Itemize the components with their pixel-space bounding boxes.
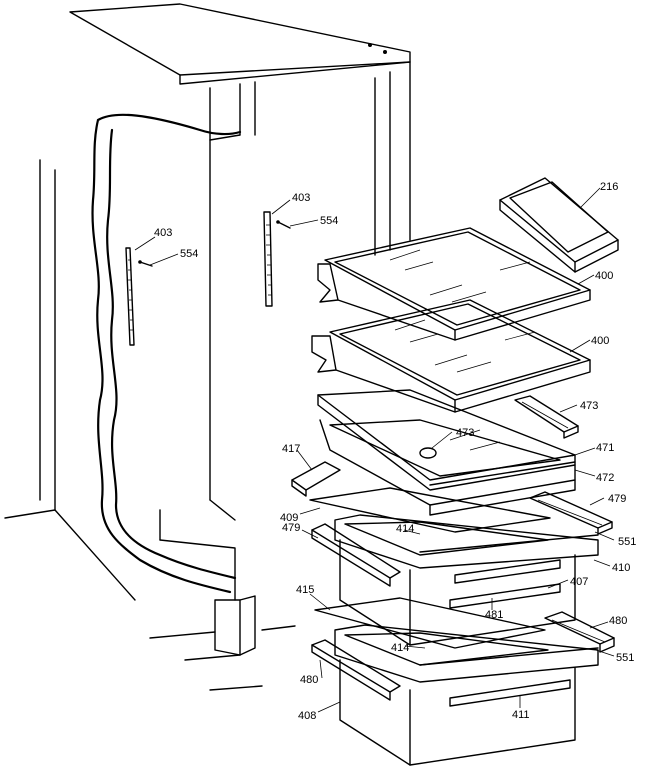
label-409: 409 (280, 512, 298, 524)
rail-417 (291, 461, 341, 497)
label-403-right: 403 (292, 192, 310, 204)
label-481: 481 (485, 609, 503, 621)
label-480-right: 480 (609, 615, 627, 627)
door-bin-216 (499, 177, 619, 273)
label-408: 408 (298, 710, 316, 722)
slide-rail-479-left (311, 523, 401, 587)
label-472: 472 (596, 472, 614, 484)
label-415: 415 (296, 584, 314, 596)
label-400-upper: 400 (595, 270, 613, 282)
label-551-lower: 551 (616, 652, 634, 664)
label-414-lower: 414 (391, 642, 409, 654)
screw-554-right (276, 220, 291, 229)
slide-rail-480-right (544, 611, 615, 653)
glass-cover-415 (314, 597, 546, 649)
shelf-ladder-right (263, 211, 273, 307)
label-407: 407 (570, 576, 588, 588)
leader-lines (134, 187, 615, 713)
glass-cover-409 (309, 487, 551, 533)
drawer-front-408 (339, 659, 576, 766)
label-403-left: 403 (154, 227, 172, 239)
slide-rail-473 (514, 395, 579, 439)
label-471: 471 (596, 442, 614, 454)
shelf-ladder-left (125, 247, 135, 346)
glass-shelf-400-upper (317, 227, 591, 341)
cabinet-outline (4, 3, 411, 691)
label-414-upper: 414 (396, 523, 414, 535)
part-labels: 216 400 400 403 554 403 554 473 473 471 … (154, 181, 636, 722)
label-480-left: 480 (300, 674, 318, 686)
drawer-411 (334, 624, 599, 683)
label-473-mid: 473 (456, 427, 474, 439)
label-479-left: 479 (282, 522, 300, 534)
label-554-left: 554 (180, 248, 198, 260)
label-554-right: 554 (320, 215, 338, 227)
slide-rail-479-right (529, 491, 613, 535)
label-473-right: 473 (580, 400, 598, 412)
label-216: 216 (600, 181, 618, 193)
glass-shelf-400-lower (311, 299, 591, 413)
drawer-410 (334, 514, 599, 569)
screw-554-left (138, 260, 153, 267)
label-479-right: 479 (608, 493, 626, 505)
label-400-lower: 400 (591, 335, 609, 347)
slide-rail-480-left (311, 639, 401, 701)
label-417: 417 (282, 443, 300, 455)
label-551-upper: 551 (618, 536, 636, 548)
label-411: 411 (512, 709, 530, 721)
label-410: 410 (612, 562, 630, 574)
drawer-front-407 (339, 539, 576, 646)
